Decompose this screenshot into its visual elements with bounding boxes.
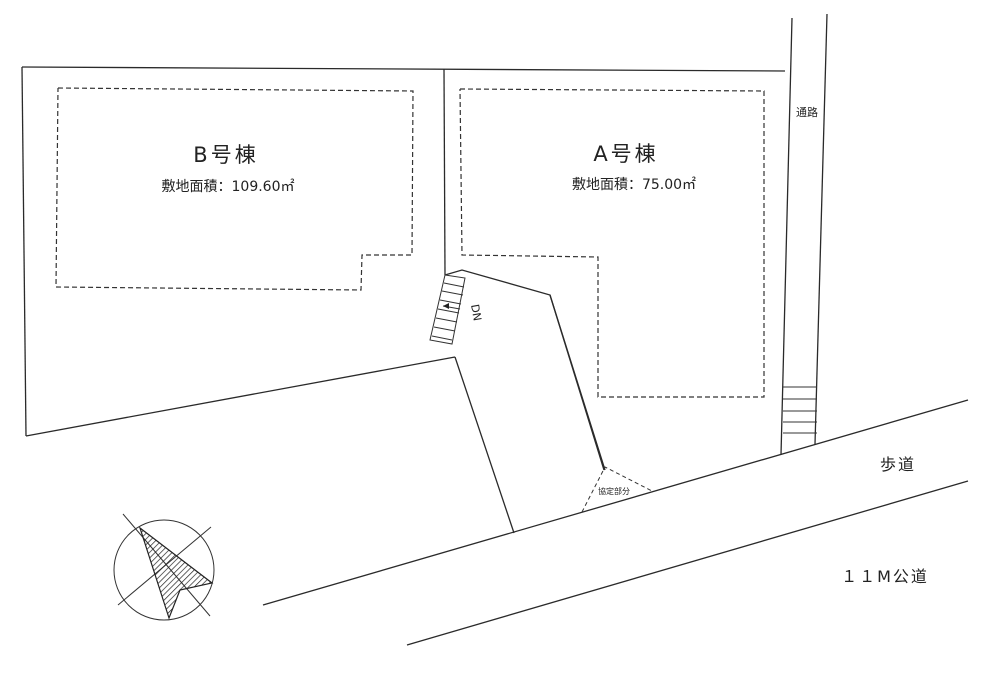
passage-left-edge <box>780 17 793 456</box>
building-a-footprint <box>459 88 765 398</box>
building-a-name: A号棟 <box>593 142 658 166</box>
passage-steps <box>783 386 817 434</box>
building-b-footprint <box>55 87 414 291</box>
lot-division-line <box>443 68 446 276</box>
agreement-area-label: 協定部分 <box>598 486 630 496</box>
passage-label: 通路 <box>796 106 818 119</box>
lot-boundary-left <box>21 66 27 437</box>
stairs <box>429 274 466 345</box>
sidewalk-label: 歩道 <box>880 455 916 474</box>
building-b-area: 敷地面積：109.60㎡ <box>162 179 295 195</box>
stairs-label: DN <box>468 303 484 322</box>
building-b-name: B号棟 <box>193 143 258 167</box>
lot-boundary-top <box>21 66 786 72</box>
passage-right-edge <box>814 13 828 445</box>
building-a-area: 敷地面積：75.00㎡ <box>572 177 696 193</box>
stairs-arrow-icon <box>443 303 449 309</box>
north-arrow-icon <box>113 513 215 621</box>
driveway-right-edge <box>549 294 605 471</box>
sidewalk-outer-edge <box>406 480 969 646</box>
driveway-lower-left <box>454 356 515 534</box>
agreement-area-outline <box>581 466 653 513</box>
sidewalk-inner-edge <box>262 399 969 606</box>
lot-boundary-bottom-left <box>25 356 456 437</box>
public-road-label: １１M公道 <box>841 567 929 586</box>
driveway-left-edge <box>444 269 606 471</box>
